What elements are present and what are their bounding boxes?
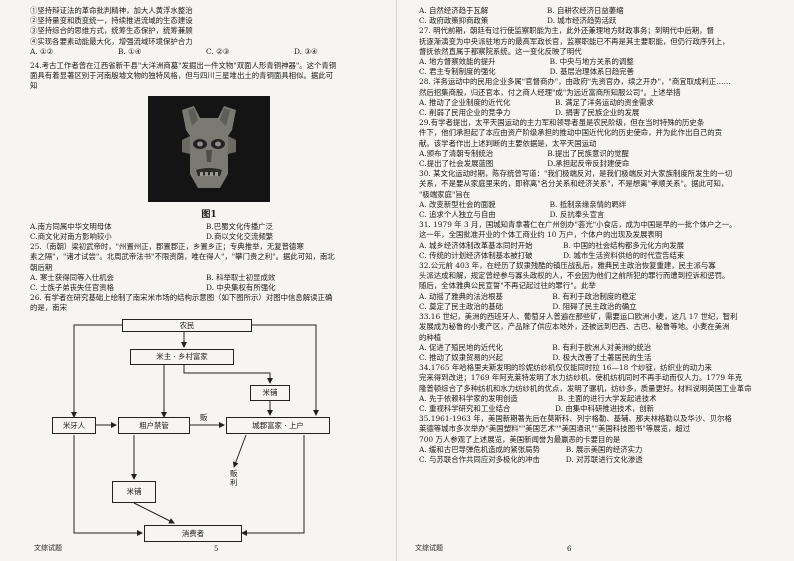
bronze-mask-icon [148, 95, 270, 202]
right-line: 35.1961-1963 年，美国新期著先后在莫斯科、列宁格勒、基辅、那夫林格勒… [419, 414, 732, 424]
right-line: 700 万人参观了上述展览，美国新闻誉为最赢恶的卡要目的是 [419, 434, 621, 444]
left-page-number: 5 [214, 545, 219, 553]
right-footer: 文综试题 [415, 544, 443, 552]
q25-option-c[interactable]: C. 士族子弟丧失任官资格 [30, 283, 114, 293]
q24-line-2: 面具有着显著区别于河南殷墟文物的独特风格，但与四川三星堆出土的青铜面具相似。据此… [30, 71, 334, 81]
box-nongmin: 农民 [122, 318, 252, 332]
right-line: 件下，他们承担起了本应由资产阶级承担的推动中国近代化的历史使命，并为此作出自己的… [419, 128, 723, 138]
right-line[interactable]: C. 政府政策抑商政策 D. 城市经济趋势活跃 [419, 16, 617, 26]
q25-line-1: 25.（南朝）梁初武帝时，"州置州正，郡置郡正，乡置乡正；专典推举，无复普德寒 [30, 242, 304, 252]
right-line[interactable]: C. 重视科学研究和工业结合 D. 由集中科研推进技术，创新 [419, 403, 655, 413]
box-mipu: 米铺 [250, 384, 290, 401]
q23-option-b[interactable]: B. ①④ [118, 46, 142, 56]
q23-statement-4: ④实现各要素动能最大化，增强流域环境保护合力 [30, 36, 193, 46]
right-line: 督抚依然直属于都察院系统。这一变化反映了明代 [419, 46, 582, 56]
q23-option-d[interactable]: D. ③④ [294, 46, 318, 56]
right-line: 头派达成和解，规定曾经参与寡头政权的人，不会因为他们之前所犯的罪行而遭到控诉和惩… [419, 271, 730, 281]
right-line[interactable]: A. 动摇了雅典的法治根基 B. 有利于政治制度的稳定 [419, 291, 637, 301]
right-line: 31. 1979 年 3 月，国城知青拿著仁在广州创办"荟光"小食店，成为中国是… [419, 220, 737, 230]
right-line[interactable]: C. 与苏联合作共同应对多极化的冲击 D. 对苏联进行文化渗透 [419, 454, 643, 464]
right-line[interactable]: C. 君主专制制度的强化 D. 基层治理体系日趋完善 [419, 67, 634, 77]
q24-option-c[interactable]: C.商文化对南方影响较小 [30, 232, 112, 242]
q23-statement-3: ③坚持综合的思维方式，统筹生态保护，统筹兼顾 [30, 26, 193, 36]
right-line: 抚逐渐演变为中央派驻地方的最高军政长官，监察职能已不再是其主要职能，但仍行政序列… [419, 36, 730, 46]
right-line: 献。该学者作出上述判断的主要依据是，太平天国运动 [419, 138, 597, 148]
right-line[interactable]: A. 促进了殖民地的近代化 B. 有利于欧洲人对美洲的统治 [419, 342, 652, 352]
right-line[interactable]: A. 自然经济趋于瓦解 B. 自耕农经济日益萎缩 [419, 6, 624, 15]
q23-statement-1: ①坚持辩证法的革命批判精神，加大人黄浮水整治 [30, 6, 193, 15]
right-line: 这一年，全国批准开业的个体工商业约 10 万户，个体户的出现及发展表明 [419, 230, 663, 240]
left-page: ①坚持辩证法的革命批判精神，加大人黄浮水整治 ②坚持量变和质变统一，持续推进流域… [30, 0, 397, 561]
q24-line-3: 知 [30, 81, 38, 91]
q25-option-b[interactable]: B. 科举取士初显成效 [206, 272, 276, 282]
right-line: 29.有学者提出，太平天国运动的主力军和领导者虽是农民阶级，但在当时特殊的历史条 [419, 118, 705, 128]
box-chengfang: 城郡富家 · 上户 [226, 416, 330, 434]
left-column: ①坚持辩证法的革命批判精神，加大人黄浮水整治 ②坚持量变和质变统一，持续推进流域… [30, 6, 382, 551]
box-zhuhu: 粗户禁管 [118, 416, 190, 434]
q23-options: A. ①② B. ①④ C. ②③ D. ③④ [30, 47, 382, 57]
q23-statement-2: ②坚持量变和质变统一，持续推进流域的生态建设 [30, 16, 193, 26]
right-line: 28. 洋务运动中的民用企业多属"官督商办"，由政府"先资官办，续之开办"，"商… [419, 77, 731, 87]
q25-options-row-1: A. 寒士获得同等入仕机会 B. 科举取士初显成效 [30, 273, 382, 283]
q23-option-a[interactable]: A. ①② [30, 46, 54, 56]
q25-line-2: 素之隔"，"诸才试尝"。北周武帝法书"不限资荫，唯在得人"，"攀门贵之利"。据此… [30, 252, 335, 262]
q25-option-a[interactable]: A. 寒士获得同等入仕机会 [30, 272, 114, 282]
right-line: 34.1765 年哈格里夫斯发明的珍妮纺纱机仅仅能同时拉 16—18 个纱锭，纺… [419, 363, 712, 373]
box-miyaren: 米牙人 [52, 416, 96, 434]
q24-option-d[interactable]: D.商以文化交流频繁 [206, 232, 274, 242]
right-line: "极端家庭"旨在 [419, 189, 471, 199]
right-line[interactable]: C. 传统的计划经济体制基本被打破 D. 城市生活资料供给的时代宣告结束 [419, 250, 685, 260]
box-xiaofeizhe: 消费者 [144, 524, 242, 542]
right-line[interactable]: C. 追求个人独立与自由 D. 反抗奉头宣言 [419, 210, 614, 220]
q26-line-2: 的是，南宋 [30, 303, 67, 313]
right-line[interactable]: A. 改变新型社会的面貌 B. 抵制亲缘亲情的羁绊 [419, 199, 627, 209]
q25-line-3: 朝后期 [30, 262, 53, 272]
box-mizhu: 米主 · 乡村富家 [130, 348, 234, 365]
q24-options-row-1: A.南方同属中华文明母体 B.巴蜀文化传播广泛 [30, 222, 382, 232]
rice-market-diagram: 农民 米主 · 乡村富家 米铺 米牙人 粗户禁管 贩 城郡富家 · 上户 贩利 … [34, 317, 354, 551]
right-line: 的种植 [419, 332, 442, 342]
right-line: 随后，全体雅典公民宣誓"不再记起过往的罪行"。此举 [419, 281, 596, 291]
right-line[interactable]: C.提出了社会发展蓝图 D.承担起反帝反封建使命 [419, 159, 630, 169]
right-line: 发展成为秘鲁的小麦产区，产品除了供应本地外，还被远到巴西、古巴、秘鲁等地。小麦在… [419, 322, 730, 332]
diagram-arrows [71, 324, 319, 536]
figure-1: 图1 [148, 95, 270, 220]
q25-option-d[interactable]: D. 中央集权有所强化 [206, 283, 276, 293]
right-line[interactable]: A.颁布了清朝专制统治 B.提出了民族意识的觉醒 [419, 148, 629, 158]
right-line[interactable]: A. 先于依赖科学家的发明创造 B. 主面的进行大学发起进技术 [419, 393, 657, 403]
figure-caption: 图1 [201, 209, 217, 220]
right-line: 完来得到改进；1769 年阿克莱特发明了水力纺纱机，使机纺机同时不再手动而仅人力… [419, 373, 743, 383]
right-line[interactable]: A. 推动了企业制度的近代化 B. 满足了洋务运动的资金需求 [419, 97, 654, 107]
q24-options-row-2: C.商文化对南方影响较小 D.商以文化交流频繁 [30, 232, 382, 242]
right-line[interactable]: C. 推动了奴隶贸易的兴起 D. 极大改善了土著居民的生活 [419, 352, 652, 362]
right-line: 然后招集商股，归还官本，付之商人经理"成"为远近富商所知服公司"。上述举措 [419, 87, 681, 97]
right-line: 关系，不是要从家庭里来的，即称离"名分关系和经济关系"，不是想离"孝顺关系"。据… [419, 179, 729, 189]
right-line: 隆普顿综合了多种纺机和水力纺纱机的优点，发明了骡机，纺纱多，质量更好。材料说明英… [419, 383, 752, 393]
q24-option-a[interactable]: A.南方同属中华文明母体 [30, 221, 112, 231]
q26-line-1: 26. 有学者在研究基础上绘制了南宋米市场的结构示意图（如下图所示）对图中信息解… [30, 293, 333, 303]
right-line: 33.16 世纪，美洲的西班牙人、葡萄牙人普遍在那些矿，需要运口欧洲小麦，这几 … [419, 312, 738, 322]
q24-line-1: 24.考古工作者曾在江西省新干县"大洋洲商墓"发掘出一件文物"双面人形青铜神器"… [30, 61, 337, 71]
right-line[interactable]: C. 削弱了民用企业的竞争力 D. 捐害了民族企业的发展 [419, 108, 640, 118]
right-line: 莱德等城市多次举办"美国塑料""美国艺术""美国通讯""美国科技图书"等展览，超… [419, 424, 691, 434]
right-page-number: 6 [567, 545, 572, 553]
box-mixing: 米铺 [112, 480, 156, 503]
bronze-mask-photo [148, 95, 270, 202]
right-line[interactable]: A. 地方督察效能的提升 B. 中央与地方关系的调整 [419, 57, 634, 67]
label-fanli: 贩利 [230, 468, 238, 487]
left-footer: 文综试题 [34, 544, 62, 552]
right-line: 32.公元前 403 年，在经历了奴隶残酷的镇压战乱后，雅典民主政治恢复重建，民… [419, 261, 716, 271]
q25-options-row-2: C. 士族子弟丧失任官资格 D. 中央集权有所强化 [30, 283, 382, 293]
right-line[interactable]: C. 奠定了民主政治的基础 D. 阻碍了民主政治的确立 [419, 301, 637, 311]
right-line: 30. 某文化运动时期，陈存统曾写道："我们极端反对，是我们极端反对大家族制度所… [419, 169, 733, 179]
right-line[interactable]: A. 缓和古巴导弹危机造成的紧张局势 B. 展示美国的经济实力 [419, 444, 643, 454]
right-line[interactable]: A. 城乡经济体制改革基本同时开始 B. 中国的社会结构都多元化方向发展 [419, 240, 685, 250]
right-line: 27. 明代前期，朝廷有过行使监察职能为主，此外还兼理地方财政事务；到明代中后期… [419, 26, 714, 36]
q23-option-c[interactable]: C. ②③ [206, 46, 230, 56]
label-fan: 贩 [200, 412, 208, 422]
q24-option-b[interactable]: B.巴蜀文化传播广泛 [206, 221, 273, 231]
